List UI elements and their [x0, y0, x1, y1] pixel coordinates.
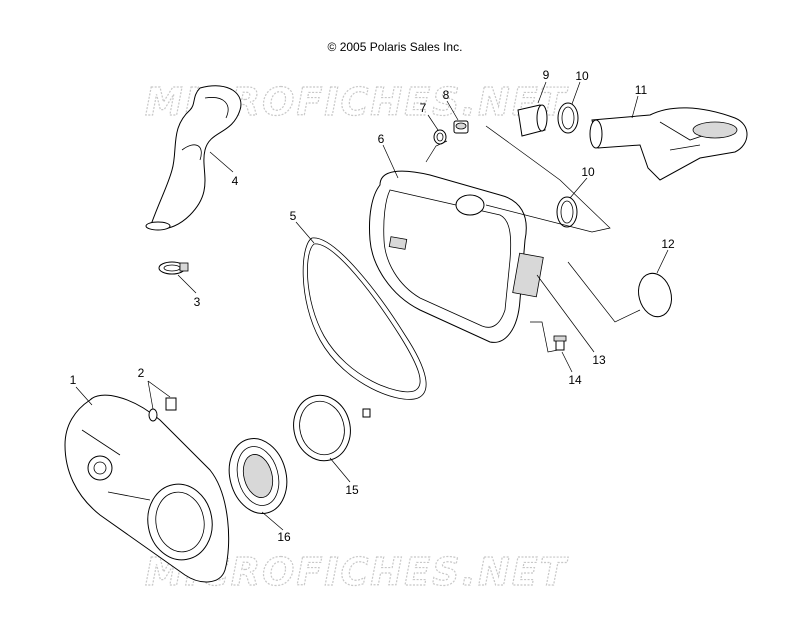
- part-seal: [293, 394, 371, 462]
- part-clamp-upper: [557, 102, 579, 134]
- callout-16: 16: [277, 530, 291, 544]
- callout-labels: 1 2 3 4 5 6 7 8 9 10 10 11 12 13 14 15 1…: [70, 68, 675, 544]
- part-hose: [145, 85, 242, 231]
- part-inner-cover: [369, 170, 544, 343]
- part-rubber-seal: [228, 438, 288, 514]
- callout-10-upper: 10: [575, 69, 589, 83]
- callout-15: 15: [345, 483, 359, 497]
- part-drive-belt: [302, 237, 427, 400]
- callout-10-lower: 10: [581, 165, 595, 179]
- callout-9: 9: [543, 68, 550, 82]
- part-outer-cover: [64, 394, 230, 583]
- part-plug: [453, 120, 469, 134]
- part-coupler: [517, 104, 548, 137]
- callout-2: 2: [138, 366, 145, 380]
- leader-lines: [75, 81, 669, 531]
- callout-7: 7: [420, 101, 427, 115]
- callout-4: 4: [232, 174, 239, 188]
- part-clamp-lower: [556, 196, 578, 228]
- callout-5: 5: [290, 209, 297, 223]
- part-bolt: [148, 397, 177, 422]
- part-gasket: [638, 272, 672, 318]
- part-screw: [553, 335, 567, 351]
- callout-13: 13: [592, 353, 606, 367]
- callout-14: 14: [568, 373, 582, 387]
- callout-6: 6: [378, 132, 385, 146]
- callout-11: 11: [635, 83, 648, 97]
- part-clamp-small: [158, 261, 189, 275]
- part-o-ring: [433, 129, 447, 145]
- callout-3: 3: [194, 295, 201, 309]
- copyright-text: © 2005 Polaris Sales Inc.: [328, 40, 463, 54]
- callout-12: 12: [661, 237, 675, 251]
- callout-1: 1: [70, 373, 77, 387]
- part-intake-duct: [589, 107, 748, 181]
- callout-8: 8: [443, 88, 450, 102]
